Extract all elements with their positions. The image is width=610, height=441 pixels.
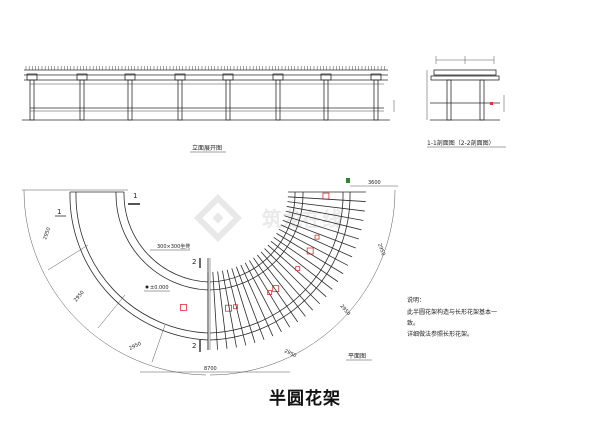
section-mark-2b: 2 [192,342,196,350]
section-mark-1a: 1 [57,208,61,216]
elevation-view: 立面展开图 [22,66,395,153]
section-caption: 1-1剖面图（2-2剖面图） [427,139,495,147]
notes-line-1: 此半圆花架构造与长形花架基本一 [407,308,497,316]
section-mark-1b: 1 [133,192,137,200]
level-label: ±0.000 [150,285,169,291]
dim-text-7: 3600 [368,180,381,186]
section-view: 1-1剖面图（2-2剖面图） [426,56,506,148]
dim-text-4: 2950 [283,348,297,359]
dim-text-8: 8700 [204,366,217,372]
elevation-columns [26,73,382,121]
notes-line-2: 致。 [407,319,419,327]
watermark-logo: 筑龙在线 [193,193,342,243]
dim-text-3: 2950 [128,341,142,352]
drawing-title: 半圆花架 [269,389,341,409]
dim-text-5: 2950 [338,303,351,317]
dim-text-2: 2950 [73,290,86,304]
dim-text-6: 2950 [376,243,386,257]
plan-view: 1 1 2 2 300×300坐凳 ±0.000 2950 2950 2950 … [22,178,398,376]
elevation-rafters [25,66,385,70]
seat-label: 300×300坐凳 [157,243,190,250]
notes-block: 说明： 此半圆花架构造与长形花架基本一 致。 详细做法参照长形花架。 [407,296,497,338]
notes-heading: 说明： [407,296,425,304]
plan-caption: 平面图 [348,353,366,360]
elevation-caption: 立面展开图 [192,144,222,152]
notes-line-3: 详细做法参照长形花架。 [407,330,473,338]
dim-text-1: 2950 [42,227,52,241]
watermark-text: 筑龙在线 [262,207,342,231]
section-mark-2a: 2 [192,258,196,266]
